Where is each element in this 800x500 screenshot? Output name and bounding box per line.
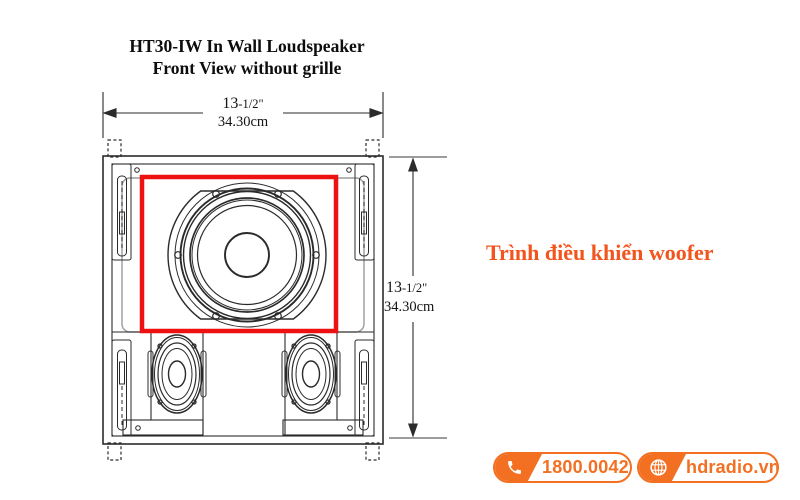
midrange-driver-left — [147, 334, 207, 414]
globe-icon — [639, 454, 686, 481]
woofer-screws — [174, 190, 320, 320]
height-dimension-cm: 34.30cm — [384, 299, 435, 315]
height-dimension-lines — [389, 156, 447, 439]
baffle-panel — [121, 177, 365, 333]
title-line2: Front View without grille — [152, 58, 342, 78]
diagram-title: HT30-IW In Wall Loudspeaker Front View w… — [97, 35, 397, 79]
mounting-tabs — [107, 139, 380, 461]
website-badge[interactable]: hdradio.vn — [637, 452, 779, 483]
title-line1: HT30-IW In Wall Loudspeaker — [129, 36, 365, 56]
width-dimension-lines — [102, 92, 384, 138]
width-dimension-inches: 13-1/2" — [222, 95, 264, 112]
height-dimension-inches: 13-1/2" — [386, 279, 428, 296]
cabinet-frame — [102, 155, 384, 445]
website-url: hdradio.vn — [686, 457, 779, 477]
width-dimension-cm: 34.30cm — [217, 114, 269, 130]
midrange-driver-right — [281, 334, 341, 414]
woofer-dust-cap — [224, 232, 270, 278]
woofer-annotation: Trình điều khiển woofer — [486, 240, 714, 265]
woofer-driver — [167, 182, 327, 328]
woofer-highlight-box — [139, 174, 339, 334]
phone-number: 1800.0042 — [542, 457, 629, 477]
phone-icon — [495, 454, 542, 481]
corner-screws — [134, 167, 353, 431]
phone-badge[interactable]: 1800.0042 — [493, 452, 632, 483]
mounting-clamps — [111, 163, 375, 437]
